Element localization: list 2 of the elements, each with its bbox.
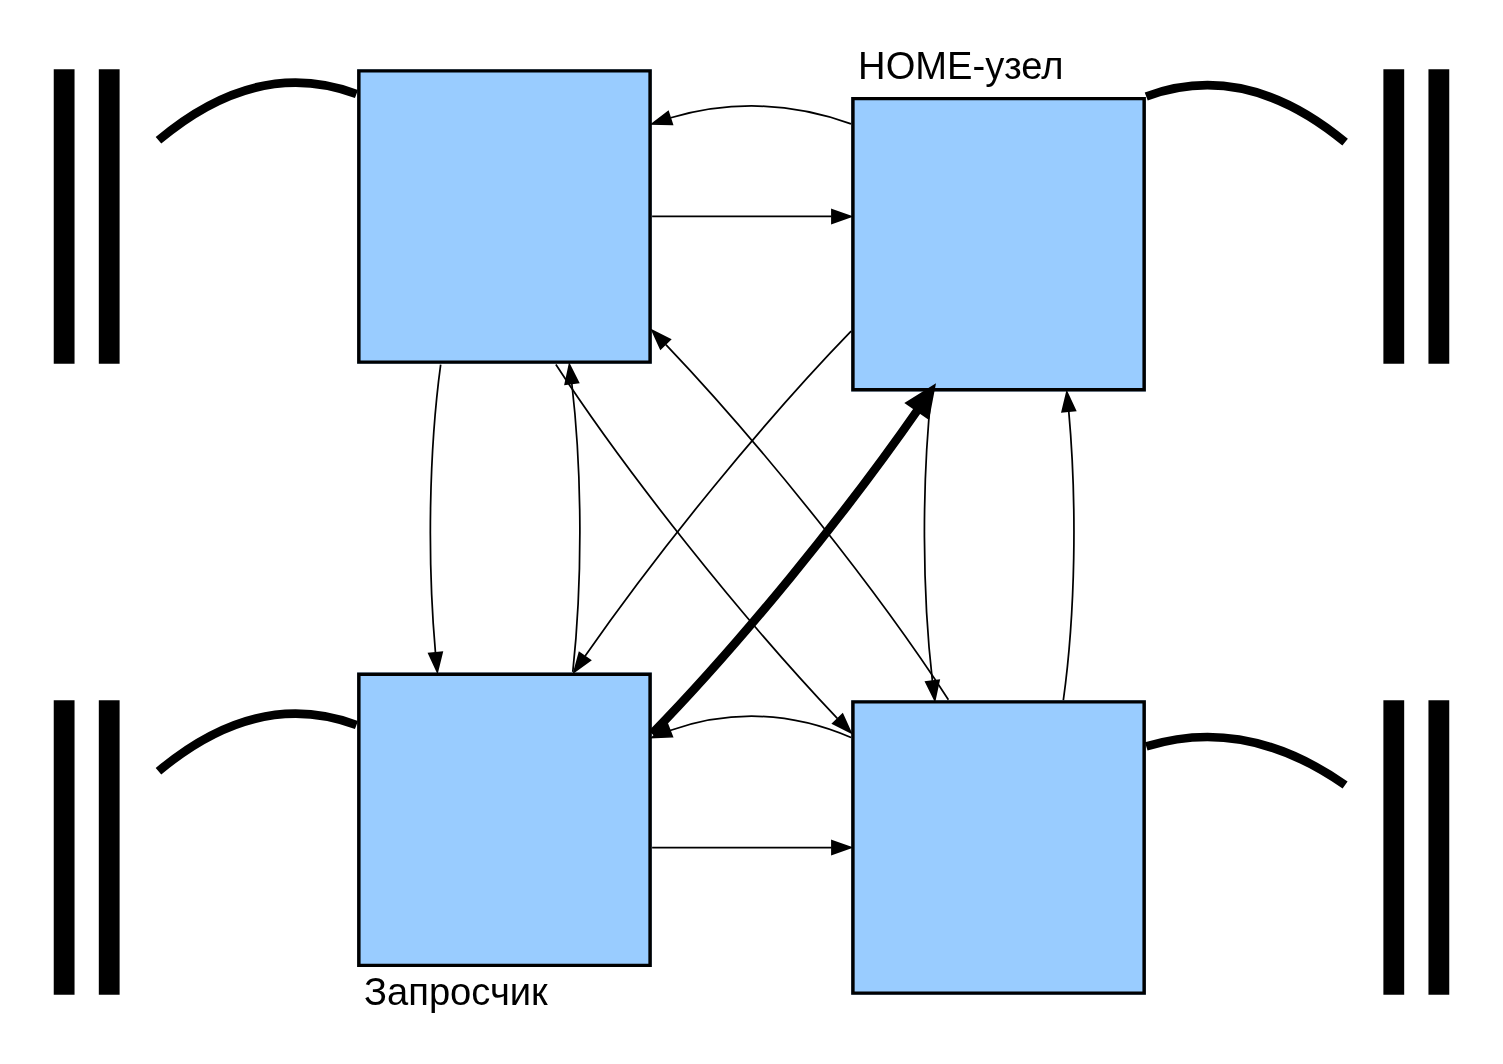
node-label: Запросчик bbox=[364, 969, 548, 1013]
node-label: HOME-узел bbox=[858, 43, 1064, 87]
